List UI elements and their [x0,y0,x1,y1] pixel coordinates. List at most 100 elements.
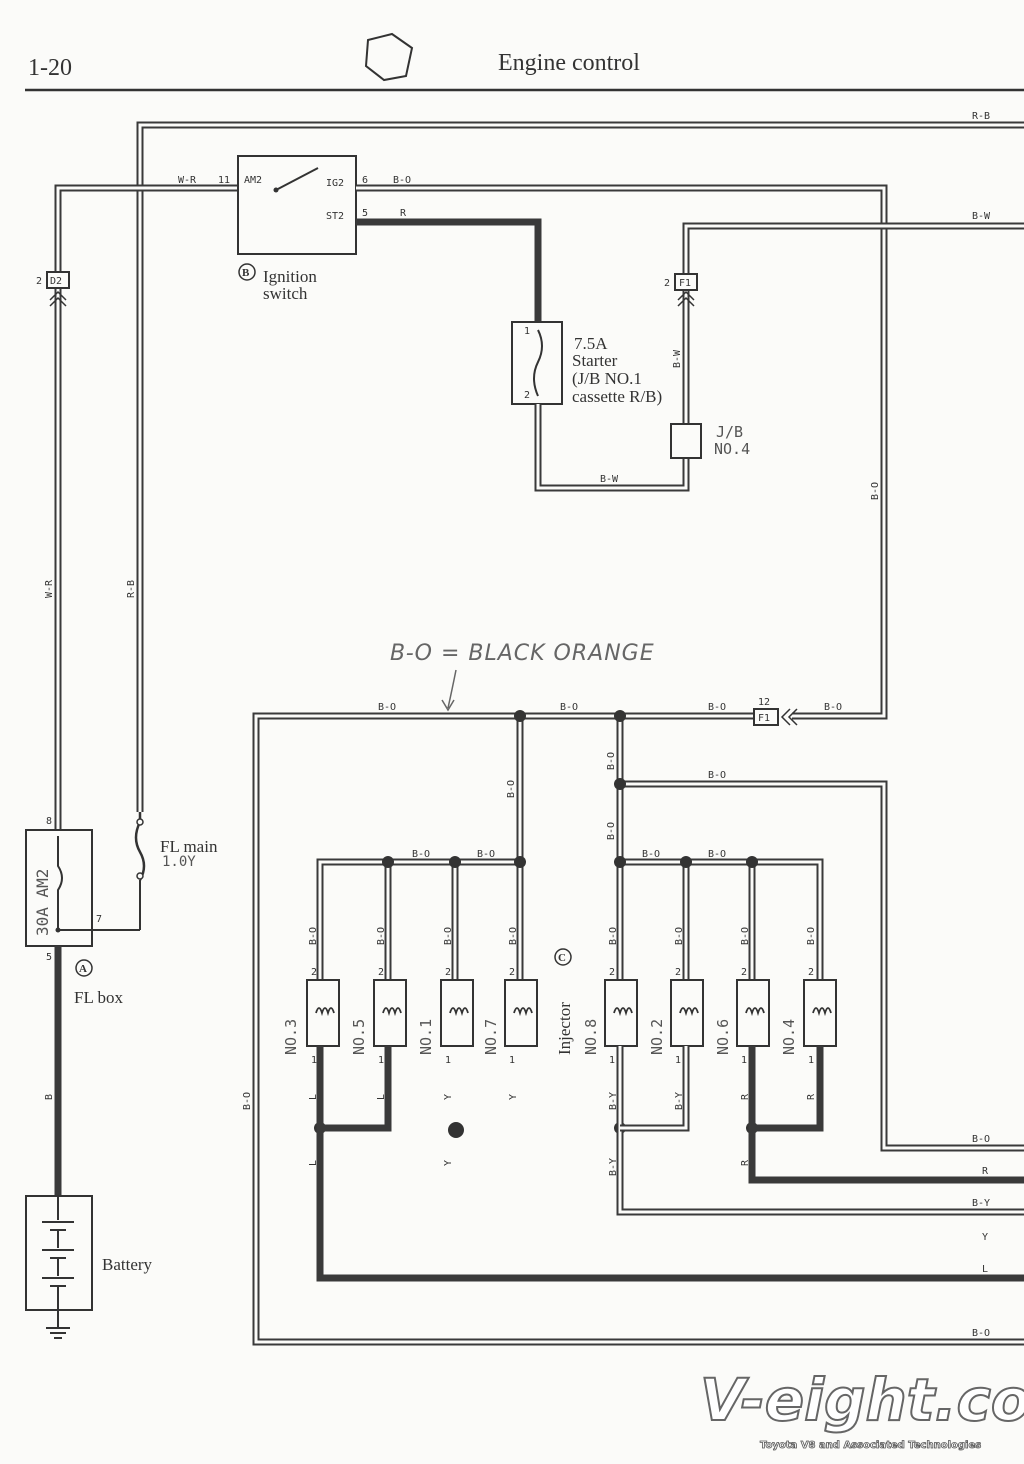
junction-dots [314,710,758,1138]
connector-d2-code: D2 [50,276,62,287]
ign-pin-11: 11 [218,175,230,186]
ign-badge-letter: B [242,267,250,279]
connector-d2-arrow-icon [49,290,67,307]
connector-f1-mid [753,708,779,726]
svg-text:NO.8: NO.8 [582,1019,600,1055]
fl-main-icon [134,812,146,881]
edge-label-by: B-Y [972,1198,990,1209]
ign-badge [238,263,256,281]
wire-label-r: R [400,208,407,219]
wire-label-bw-vert: B-W [672,349,683,368]
fl-main-top-terminal [136,818,144,826]
fl-main-bottom-terminal [136,872,144,880]
wire-l [316,1046,1024,1282]
svg-text:2: 2 [311,967,317,978]
svg-text:Toyota V8 and Associated Techn: Toyota V8 and Associated Technologies [760,1440,981,1451]
wire-label-rb-top: R-B [972,111,990,122]
inj-feed-label-no5: B-O [376,927,387,945]
ground-icon [46,1327,70,1339]
left-bus-label-1: B-O [412,849,430,860]
ign-terminal-ig2: IG2 [326,178,344,189]
svg-text:2: 2 [675,967,681,978]
bus-label-vert: B-O [242,1092,253,1110]
svg-text:2: 2 [509,967,515,978]
fl-box-pin-7: 7 [96,914,102,925]
inj-feed-label-no2: B-O [674,927,685,945]
wire-rb [136,121,1024,812]
wire-label-by-2: B-Y [674,1092,685,1110]
connector-f1-top [674,273,698,291]
ign-terminal-am2: AM2 [244,175,262,186]
fuse-icon [533,329,543,397]
svg-text:1: 1 [445,1055,451,1066]
left-feed-label: B-O [506,780,517,798]
wire-l-no5 [320,1046,392,1132]
edge-label-y: Y [982,1232,988,1243]
inj-feed-label-no6: B-O [740,927,751,945]
wire-r-inj [748,1046,1024,1184]
jb4-label-2: NO.4 [714,440,750,458]
fl-box-fuse-icon [57,836,63,930]
wire-label-rb-vert: R-B [126,580,137,598]
fl-box-pin-5: 5 [46,952,52,963]
wire-by [616,1046,1024,1216]
wire-label-l-3: L [308,1160,319,1166]
right-bus-label-2: B-O [708,849,726,860]
svg-text:1: 1 [741,1055,747,1066]
edge-label-l: L [982,1264,988,1275]
wire-wr [54,184,240,830]
jb4-label-1: J/B [716,423,743,441]
injector-no7: 2 1 NO.7 [482,967,538,1066]
wire-label-wr-vert: W-R [44,579,55,598]
wire-label-l-1: L [308,1094,319,1100]
right-feed-label-1: B-O [606,752,617,770]
svg-text:1: 1 [509,1055,515,1066]
page-number: 1-20 [28,55,72,81]
ign-pin-5: 5 [362,208,368,219]
wire-label-bo-vert: B-O [870,482,881,500]
injector-no4: 2 1 NO.4 [780,967,837,1066]
fuse-label-4: cassette R/B) [572,387,662,406]
wire-bo-ig2 [356,184,888,720]
engine-icon [364,32,414,82]
wire-r-no4 [752,1046,824,1132]
fl-main-label-2: 1.0Y [162,854,196,870]
svg-text:NO.1: NO.1 [417,1019,435,1055]
svg-text:1: 1 [675,1055,681,1066]
fl-box-label: FL box [74,988,123,1007]
wire-label-b: B [44,1094,55,1100]
svg-text:NO.5: NO.5 [350,1019,368,1055]
page-title: Engine control [498,50,640,76]
injector-badge [554,948,572,966]
inj-feed-label-no8: B-O [608,927,619,945]
svg-text:NO.3: NO.3 [282,1019,300,1055]
watermark-logo: V-eight.com Toyota V8 and Associated Tec… [699,1365,1024,1451]
edge-label-r: R [982,1166,989,1177]
fuse-label-2: Starter [572,351,618,370]
fuse-pin-2: 2 [524,390,530,401]
svg-text:1: 1 [378,1055,384,1066]
wire-label-bo: B-O [393,175,411,186]
wire-bo-left-feed [316,716,524,980]
wire-label-bw: B-W [600,474,619,485]
svg-text:NO.7: NO.7 [482,1019,500,1055]
ign-label-1: Ignition [263,267,317,286]
inj-feed-label-no7: B-O [508,927,519,945]
connector-f1-mid-code: F1 [758,713,770,724]
svg-text:V-eight.com: V-eight.com [700,1366,1024,1434]
connector-d2-pin: 2 [36,276,42,287]
bus-label-4: B-O [824,702,842,713]
annotation-arrow-icon [441,669,457,712]
inj-feed-label-no3: B-O [308,927,319,945]
svg-text:NO.4: NO.4 [780,1019,798,1055]
fuse-pin-1: 1 [524,326,530,337]
bus-label-2: B-O [560,702,578,713]
edge-label-bo-1: B-O [972,1134,990,1145]
wire-bw [534,222,1024,492]
connector-f1-mid-arrow-icon [780,708,798,726]
right-loop-label: B-O [708,770,726,781]
ign-pivot [273,187,279,193]
jb-no4 [670,423,702,459]
ign-terminal-st2: ST2 [326,211,344,222]
battery-label: Battery [102,1255,153,1274]
